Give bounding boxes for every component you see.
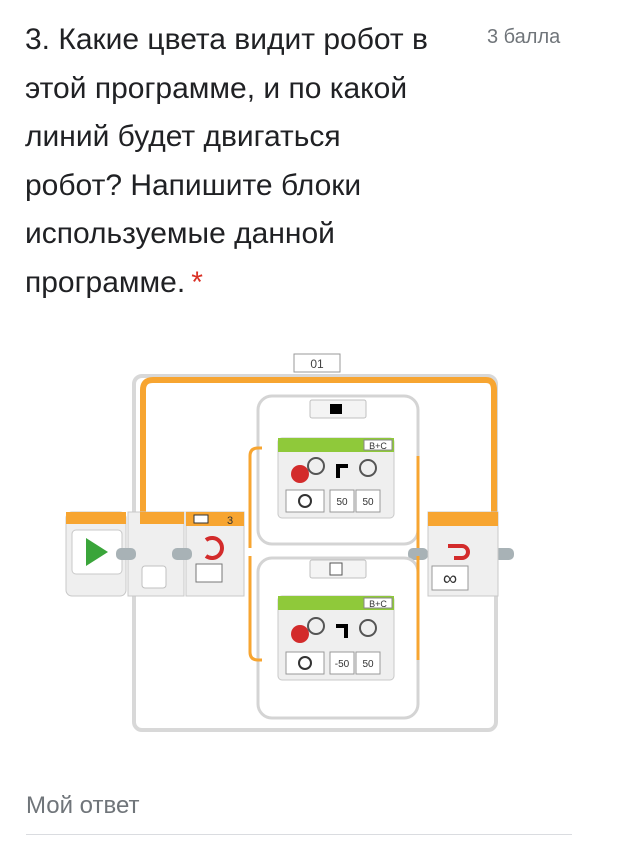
required-asterisk: * xyxy=(191,265,203,299)
wire-top xyxy=(248,446,262,548)
color-white-swatch xyxy=(329,562,343,576)
move-steering-bottom: B+C -50 50 xyxy=(277,595,395,681)
loop-label-box xyxy=(293,353,341,373)
answer-label[interactable]: Мой ответ xyxy=(26,792,140,819)
svg-text:B+C: B+C xyxy=(369,441,387,451)
loop-end-block: ∞ xyxy=(427,511,499,597)
loop-infinity: ∞ xyxy=(443,568,457,590)
case-count: 3 xyxy=(227,515,233,527)
loop-orange-track xyxy=(140,377,497,512)
svg-text:-50: -50 xyxy=(335,659,350,670)
question-points: 3 балла xyxy=(487,26,561,48)
ev3-program-image: 01 3 xyxy=(65,353,514,732)
question-text: 3. Какие цвета видит робот в этой програ… xyxy=(25,23,428,299)
answer-underline[interactable] xyxy=(26,834,572,835)
start-block xyxy=(65,511,127,597)
question-title: 3. Какие цвета видит робот в этой програ… xyxy=(25,16,465,307)
svg-text:B+C: B+C xyxy=(369,599,387,609)
wire-bottom xyxy=(248,556,262,662)
play-icon xyxy=(86,538,108,566)
loop-label: 01 xyxy=(310,357,324,371)
color-black-swatch xyxy=(330,404,342,414)
svg-text:50: 50 xyxy=(336,497,348,508)
loop-arrow-icon xyxy=(448,544,470,560)
switch-block: 3 xyxy=(185,511,245,597)
color-sensor-icon xyxy=(204,536,224,560)
svg-text:50: 50 xyxy=(362,659,374,670)
svg-text:50: 50 xyxy=(362,497,374,508)
move-steering-top: B+C 50 50 xyxy=(277,437,395,519)
